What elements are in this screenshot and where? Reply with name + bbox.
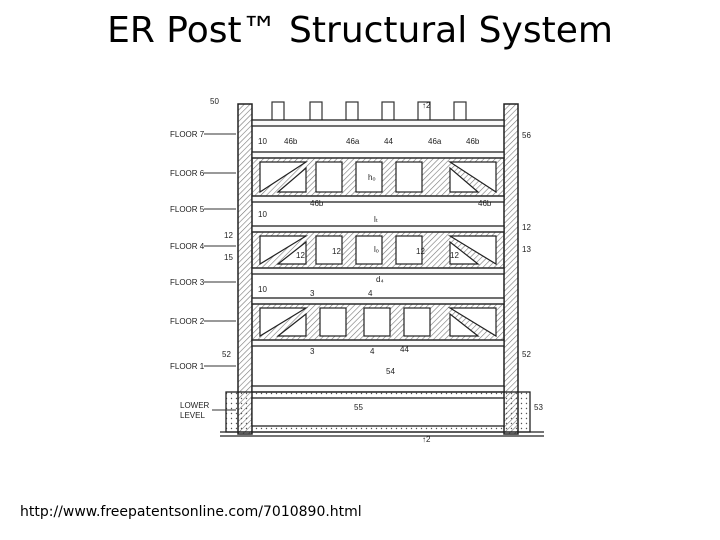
ref-numeral: ↑2 xyxy=(422,435,431,444)
floor-slabs xyxy=(251,119,505,393)
ref-numeral: 3 xyxy=(310,289,315,298)
ref-numeral: 53 xyxy=(534,403,543,412)
ref-numeral: 46b xyxy=(466,137,480,146)
ref-numeral: ↑2 xyxy=(422,101,431,110)
ref-numeral: 12 xyxy=(416,247,425,256)
ref-numeral: 12 xyxy=(450,251,459,260)
ref-numeral: 46a xyxy=(428,137,442,146)
ref-numeral: 15 xyxy=(224,253,233,262)
roof-posts xyxy=(271,101,467,123)
floor-label: FLOOR 5 xyxy=(170,205,205,214)
ref-numeral: 44 xyxy=(400,345,409,354)
ref-numeral: 46b xyxy=(478,199,492,208)
ref-numeral: 46a xyxy=(346,137,360,146)
ref-numeral: 56 xyxy=(522,131,531,140)
floor-label: FLOOR 2 xyxy=(170,317,205,326)
floor-label: FLOOR 7 xyxy=(170,130,205,139)
ref-numeral: 55 xyxy=(354,403,363,412)
lower-level-label: LOWER xyxy=(180,401,210,410)
truss-floor-4 xyxy=(251,231,505,269)
ref-numeral: 50 xyxy=(210,97,219,106)
reference-numerals: 50 ↑2 56 10 46b 46a 44 46a 46b hₒ 46b 46… xyxy=(210,97,543,444)
truss-floor-6 xyxy=(251,157,505,197)
floor-arrows xyxy=(204,133,236,411)
ref-numeral: 52 xyxy=(222,350,231,359)
floor-labels: FLOOR 7 FLOOR 6 FLOOR 5 FLOOR 4 FLOOR 3 … xyxy=(170,130,210,420)
ref-numeral: 44 xyxy=(384,137,393,146)
right-column xyxy=(503,103,519,435)
ref-numeral: 46b xyxy=(310,199,324,208)
ref-numeral: 13 xyxy=(522,245,531,254)
ref-numeral: 4 xyxy=(370,347,375,356)
slide-title: ER Post™ Structural System xyxy=(107,10,613,51)
ref-numeral: 4 xyxy=(368,289,373,298)
ref-numeral: 12 xyxy=(224,231,233,240)
floor-label: FLOOR 1 xyxy=(170,362,205,371)
ref-numeral: 10 xyxy=(258,210,267,219)
structural-frame-diagram: FLOOR 7 FLOOR 6 FLOOR 5 FLOOR 4 FLOOR 3 … xyxy=(170,97,544,444)
ref-numeral: 54 xyxy=(386,367,395,376)
patent-drawing: FLOOR 7 FLOOR 6 FLOOR 5 FLOOR 4 FLOOR 3 … xyxy=(160,92,560,452)
source-url-link[interactable]: http://www.freepatentsonline.com/7010890… xyxy=(20,504,362,520)
floor-label: FLOOR 6 xyxy=(170,169,205,178)
foundation xyxy=(220,391,544,437)
ref-numeral: 3 xyxy=(310,347,315,356)
floor-label: FLOOR 4 xyxy=(170,242,205,251)
ref-numeral: 52 xyxy=(522,350,531,359)
ref-numeral: 46b xyxy=(284,137,298,146)
left-column xyxy=(237,103,253,435)
ref-numeral: hₒ xyxy=(368,173,375,182)
lower-level-label: LEVEL xyxy=(180,411,205,420)
ref-numeral: d₄ xyxy=(376,275,384,284)
ref-numeral: 10 xyxy=(258,137,267,146)
ref-numeral: 12 xyxy=(522,223,531,232)
floor-label: FLOOR 3 xyxy=(170,278,205,287)
ref-numeral: lₜ xyxy=(374,215,378,224)
ref-numeral: 10 xyxy=(258,285,267,294)
ref-numeral: lₒ xyxy=(374,245,379,254)
ref-numeral: 12 xyxy=(296,251,305,260)
ref-numeral: 12 xyxy=(332,247,341,256)
truss-floor-2 xyxy=(251,303,505,341)
